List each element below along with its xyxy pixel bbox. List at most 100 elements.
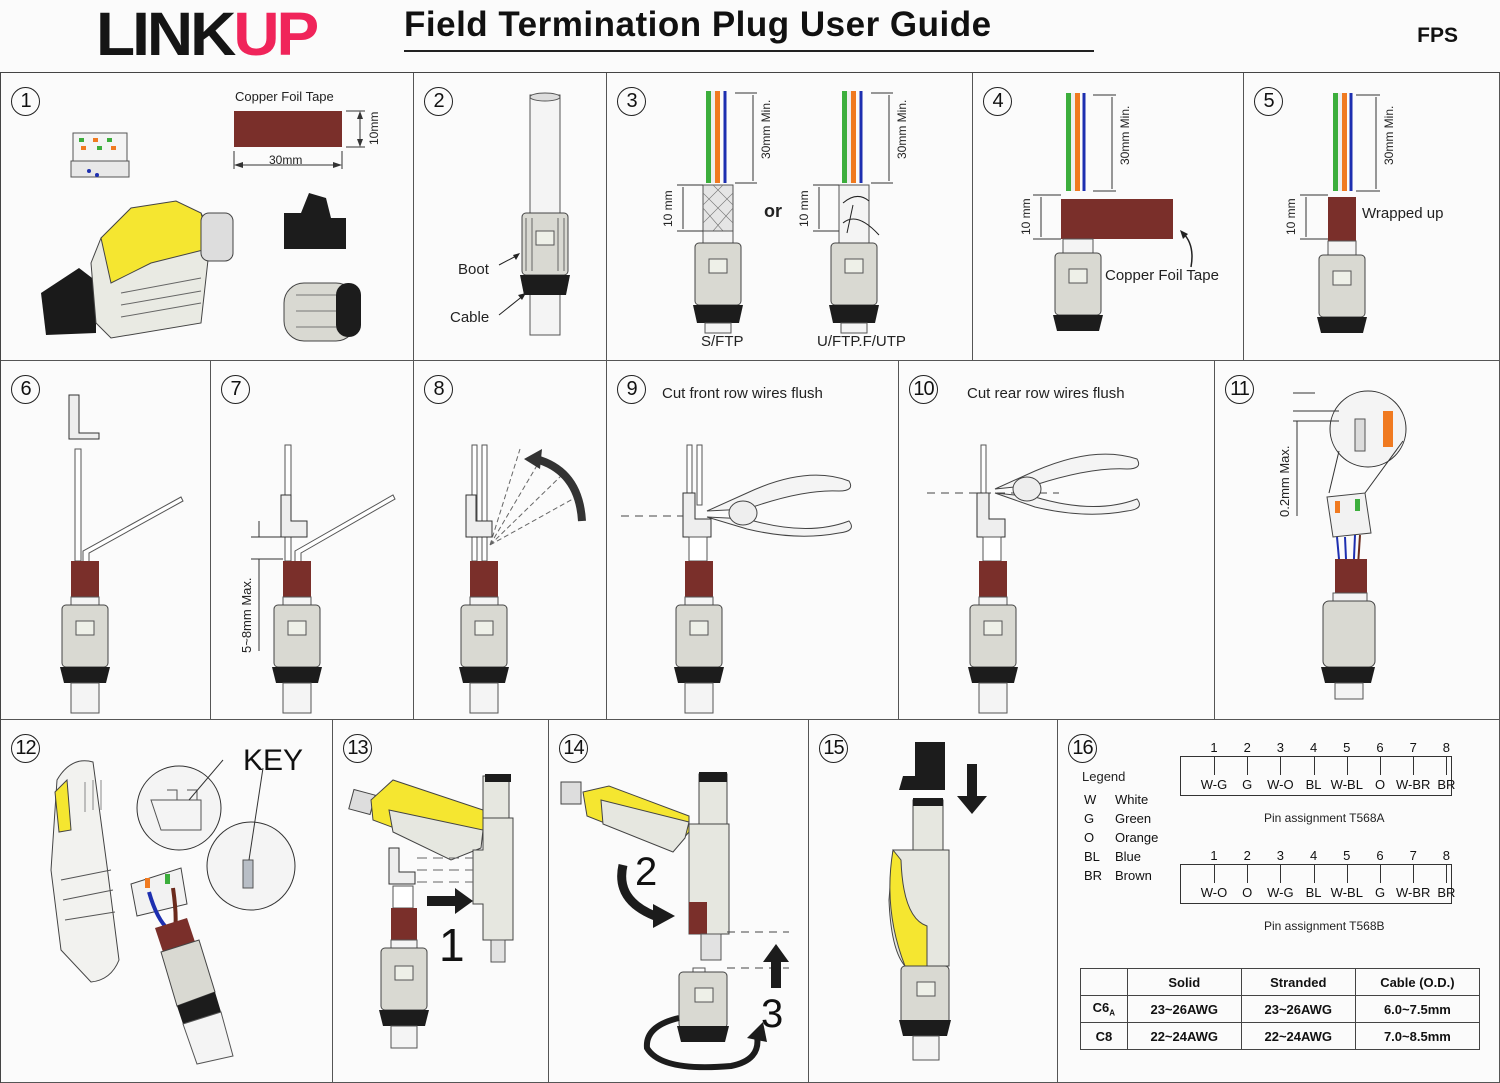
legend-color-name: Brown [1115, 868, 1152, 883]
pin-number: 4 [1309, 848, 1318, 863]
spec-stranded: 22~24AWG [1240, 1022, 1356, 1050]
step-11-panel: 11 0.2mm Max. [1215, 361, 1500, 720]
pin-wire-code: W-BL [1330, 885, 1363, 900]
spec-table: Solid Stranded Cable (O.D.) C6A 23~26AWG… [1080, 968, 1481, 1050]
boot-icon [520, 212, 570, 295]
step-12-illustration [50, 759, 296, 1065]
step-1-panel: 1 Copper Foil Tape [1, 73, 414, 361]
detail-magnifier [1329, 390, 1407, 468]
step-3-illustration [677, 91, 893, 334]
step-9-illustration [621, 444, 852, 714]
pin-tick [1346, 757, 1348, 775]
key-label: KEY [243, 744, 304, 777]
twist-arrow-icon [643, 1015, 767, 1071]
push-arrow-icon [427, 888, 473, 914]
pin-number: 8 [1442, 848, 1450, 863]
step-2-panel: 2 Boot Cable [414, 73, 607, 361]
copper-tape [1061, 199, 1173, 239]
step-4-illustration [1033, 93, 1193, 331]
header: LINKUP Field Termination Plug User Guide… [0, 0, 1500, 72]
pin-assignment-caption: Pin assignment T568B [1264, 919, 1385, 933]
spec-solid: 23~26AWG [1126, 995, 1242, 1023]
shield-length-label: 10 mm [797, 190, 811, 227]
legend-code: W [1084, 792, 1097, 807]
pin-assignment-box [1180, 756, 1452, 796]
pin-wire-code: BR [1437, 885, 1456, 900]
pin-wire-code: W-G [1200, 777, 1228, 792]
pin-tick [1413, 865, 1415, 883]
pin-number: 4 [1309, 740, 1318, 755]
pin-tick [1280, 865, 1282, 883]
step-11-illustration [1293, 390, 1407, 700]
brand-logo: LINKUP [96, 0, 319, 69]
pin-tick [1247, 865, 1249, 883]
step-13-panel: 13 1 [333, 720, 549, 1083]
utp-label: U/FTP.F/UTP [817, 333, 906, 350]
pin-number: 5 [1343, 848, 1351, 863]
legend-color-name: Green [1115, 811, 1152, 826]
shield-length-label: 10 mm [661, 190, 675, 227]
pin-number: 3 [1276, 848, 1284, 863]
dust-cap-icon [284, 193, 346, 249]
rj45-plug-icon [41, 200, 234, 339]
open-plug-icon [50, 760, 120, 983]
step-10-panel: 10 Cut rear row wires flush [899, 361, 1215, 720]
dust-cap-icon [899, 742, 945, 790]
step-number: 11 [1225, 375, 1254, 404]
step-10-illustration [927, 444, 1140, 714]
grid-line [0, 72, 1500, 73]
pin-number: 3 [1276, 740, 1284, 755]
legend-code: BR [1084, 868, 1103, 883]
pin-number: 6 [1376, 740, 1384, 755]
pin-tick [1313, 757, 1315, 775]
pin-wire-code: O [1374, 777, 1386, 792]
pin-tick [1380, 757, 1381, 775]
strip-length-label: 30mm Min. [1382, 105, 1396, 165]
step-number: 16 [1068, 734, 1097, 763]
dimension-marks [677, 92, 757, 232]
step-number: 13 [343, 734, 372, 763]
step-number: 9 [617, 375, 646, 404]
pin-number: 7 [1409, 740, 1417, 755]
step-15-illustration [888, 742, 987, 1061]
legend-title: Legend [1082, 769, 1126, 784]
sftp-label: S/FTP [701, 333, 744, 350]
step-number: 15 [819, 734, 848, 763]
bend-arrow-icon [534, 455, 586, 522]
pin-assignment-caption: Pin assignment T568A [1264, 811, 1385, 825]
wire-cutter-icon [994, 453, 1140, 515]
pin-wire-code: W-G [1267, 885, 1294, 900]
pin-number: 5 [1343, 740, 1351, 755]
utp-cable [813, 91, 893, 334]
step-6-illustration [60, 394, 184, 714]
shield-length-label: 10 mm [1284, 198, 1298, 235]
load-bar-side [280, 494, 308, 538]
pin-assignment-box [1180, 864, 1452, 904]
spec-header-cell [1080, 968, 1128, 996]
pin-wire-code: W-O [1267, 777, 1294, 792]
spec-header-cell: Stranded [1240, 968, 1356, 996]
step-number: 12 [11, 734, 40, 763]
pin-number: 8 [1442, 740, 1450, 755]
strip-length-label: 30mm Min. [895, 99, 909, 159]
step-number: 2 [424, 87, 453, 116]
pin-number: 2 [1243, 740, 1251, 755]
step-7-panel: 7 5~8mm Max. [211, 361, 414, 720]
spec-solid: 22~24AWG [1126, 1022, 1242, 1050]
width-label: 30mm [269, 153, 303, 167]
wrapped-up-label: Wrapped up [1362, 205, 1444, 222]
grid-line [0, 72, 1, 1083]
pin-wire-code: G [1374, 885, 1386, 900]
spec-cable-od: 6.0~7.5mm [1354, 995, 1481, 1023]
copper-tape-wrapped [1328, 197, 1356, 241]
legend-color-name: White [1115, 792, 1149, 807]
load-bar-icon [70, 132, 130, 178]
wire-cutter-icon [706, 474, 852, 537]
step-13-illustration [348, 774, 514, 1049]
pin-number: 1 [1210, 848, 1218, 863]
compression-nut-icon [283, 282, 361, 342]
pin-wire-code: BR [1437, 777, 1456, 792]
logo-up: UP [233, 0, 319, 69]
pin-tick [1313, 865, 1315, 883]
pin-tick [1247, 757, 1249, 775]
